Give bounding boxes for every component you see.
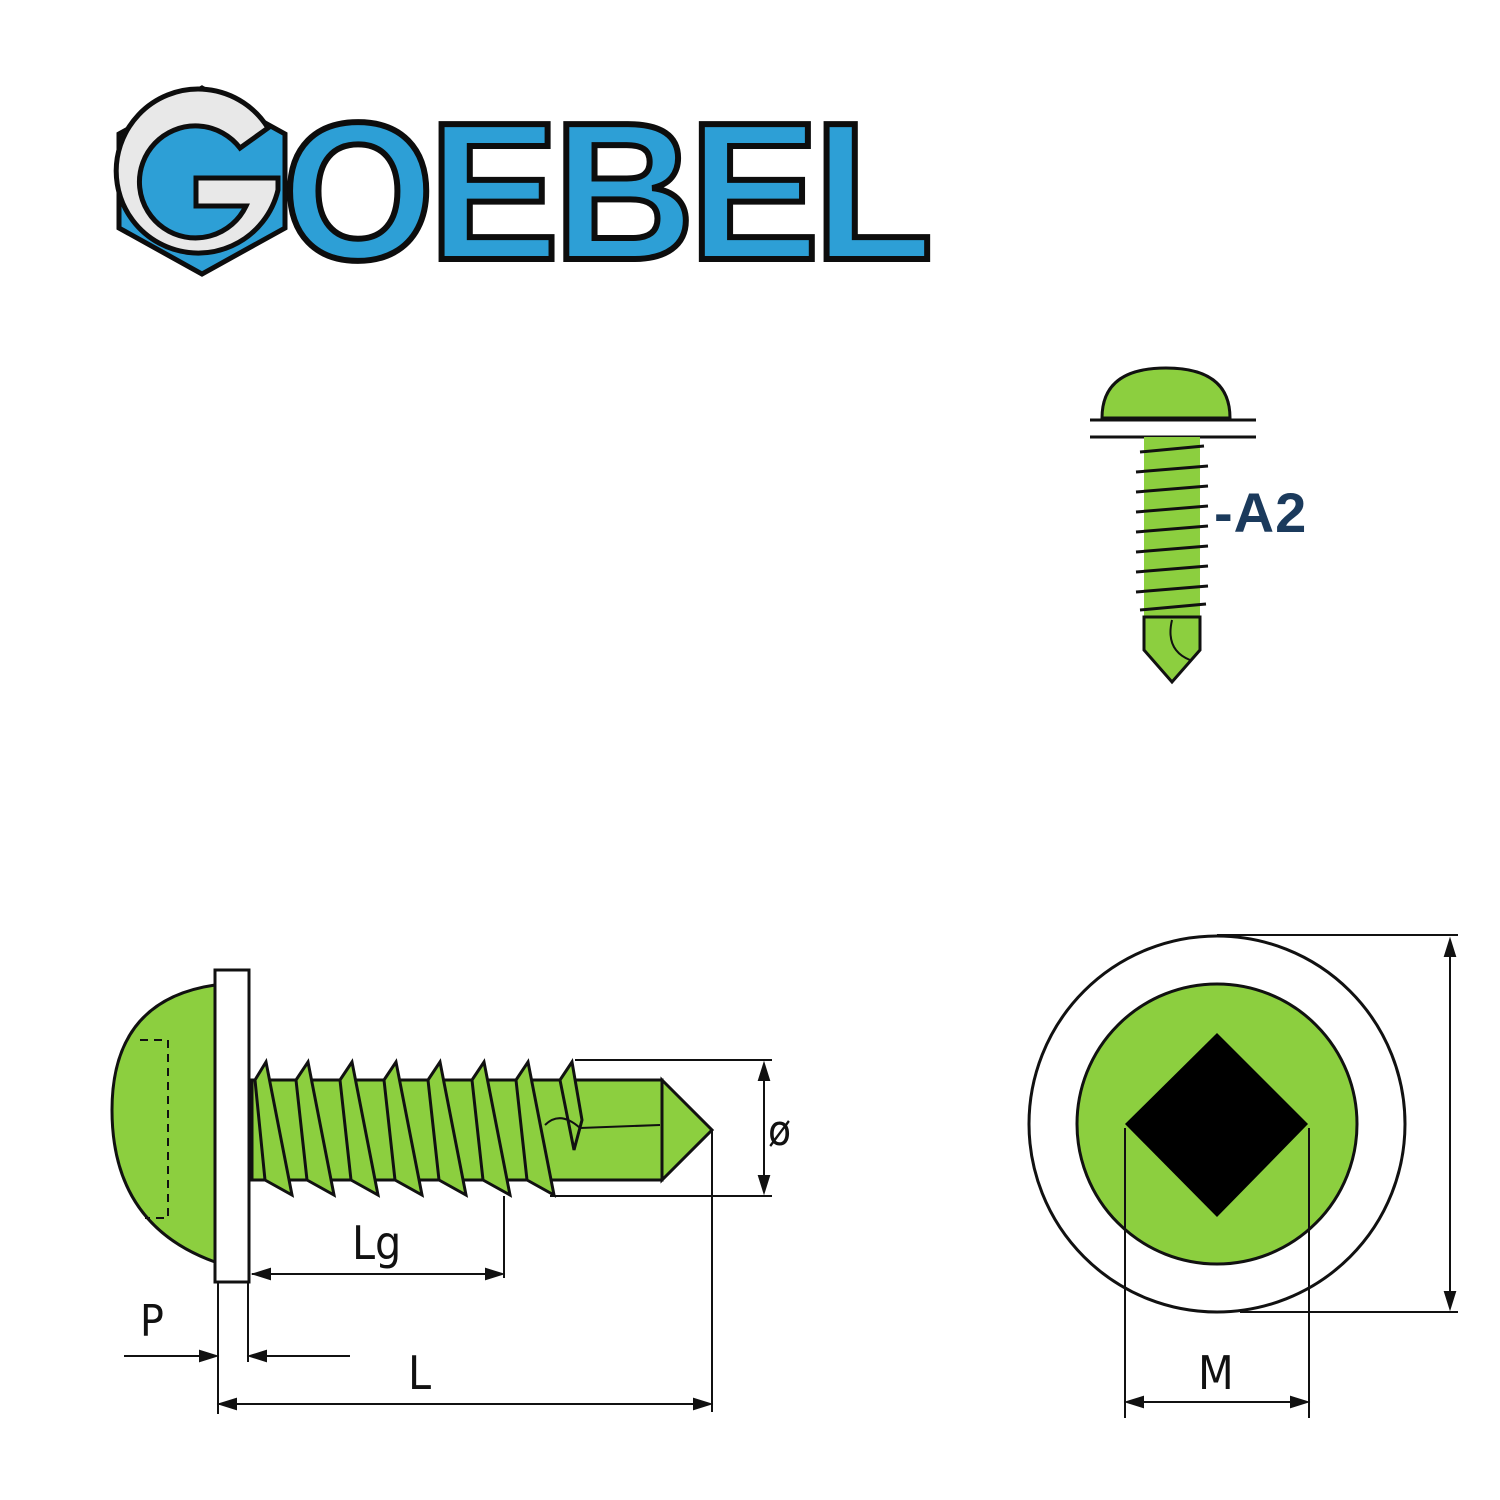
dimension-label-p: P xyxy=(140,1296,164,1347)
material-label: -A2 xyxy=(1214,481,1308,544)
square-drive-icon xyxy=(1125,1033,1308,1217)
dimension-label-m: M xyxy=(1198,1346,1234,1400)
logo-wordmark: OEBEL xyxy=(279,82,936,301)
dimension-label-l: L xyxy=(408,1346,432,1400)
dimension-label-lg: Lg xyxy=(352,1216,402,1270)
dimension-label-diameter: ø xyxy=(768,1106,792,1155)
